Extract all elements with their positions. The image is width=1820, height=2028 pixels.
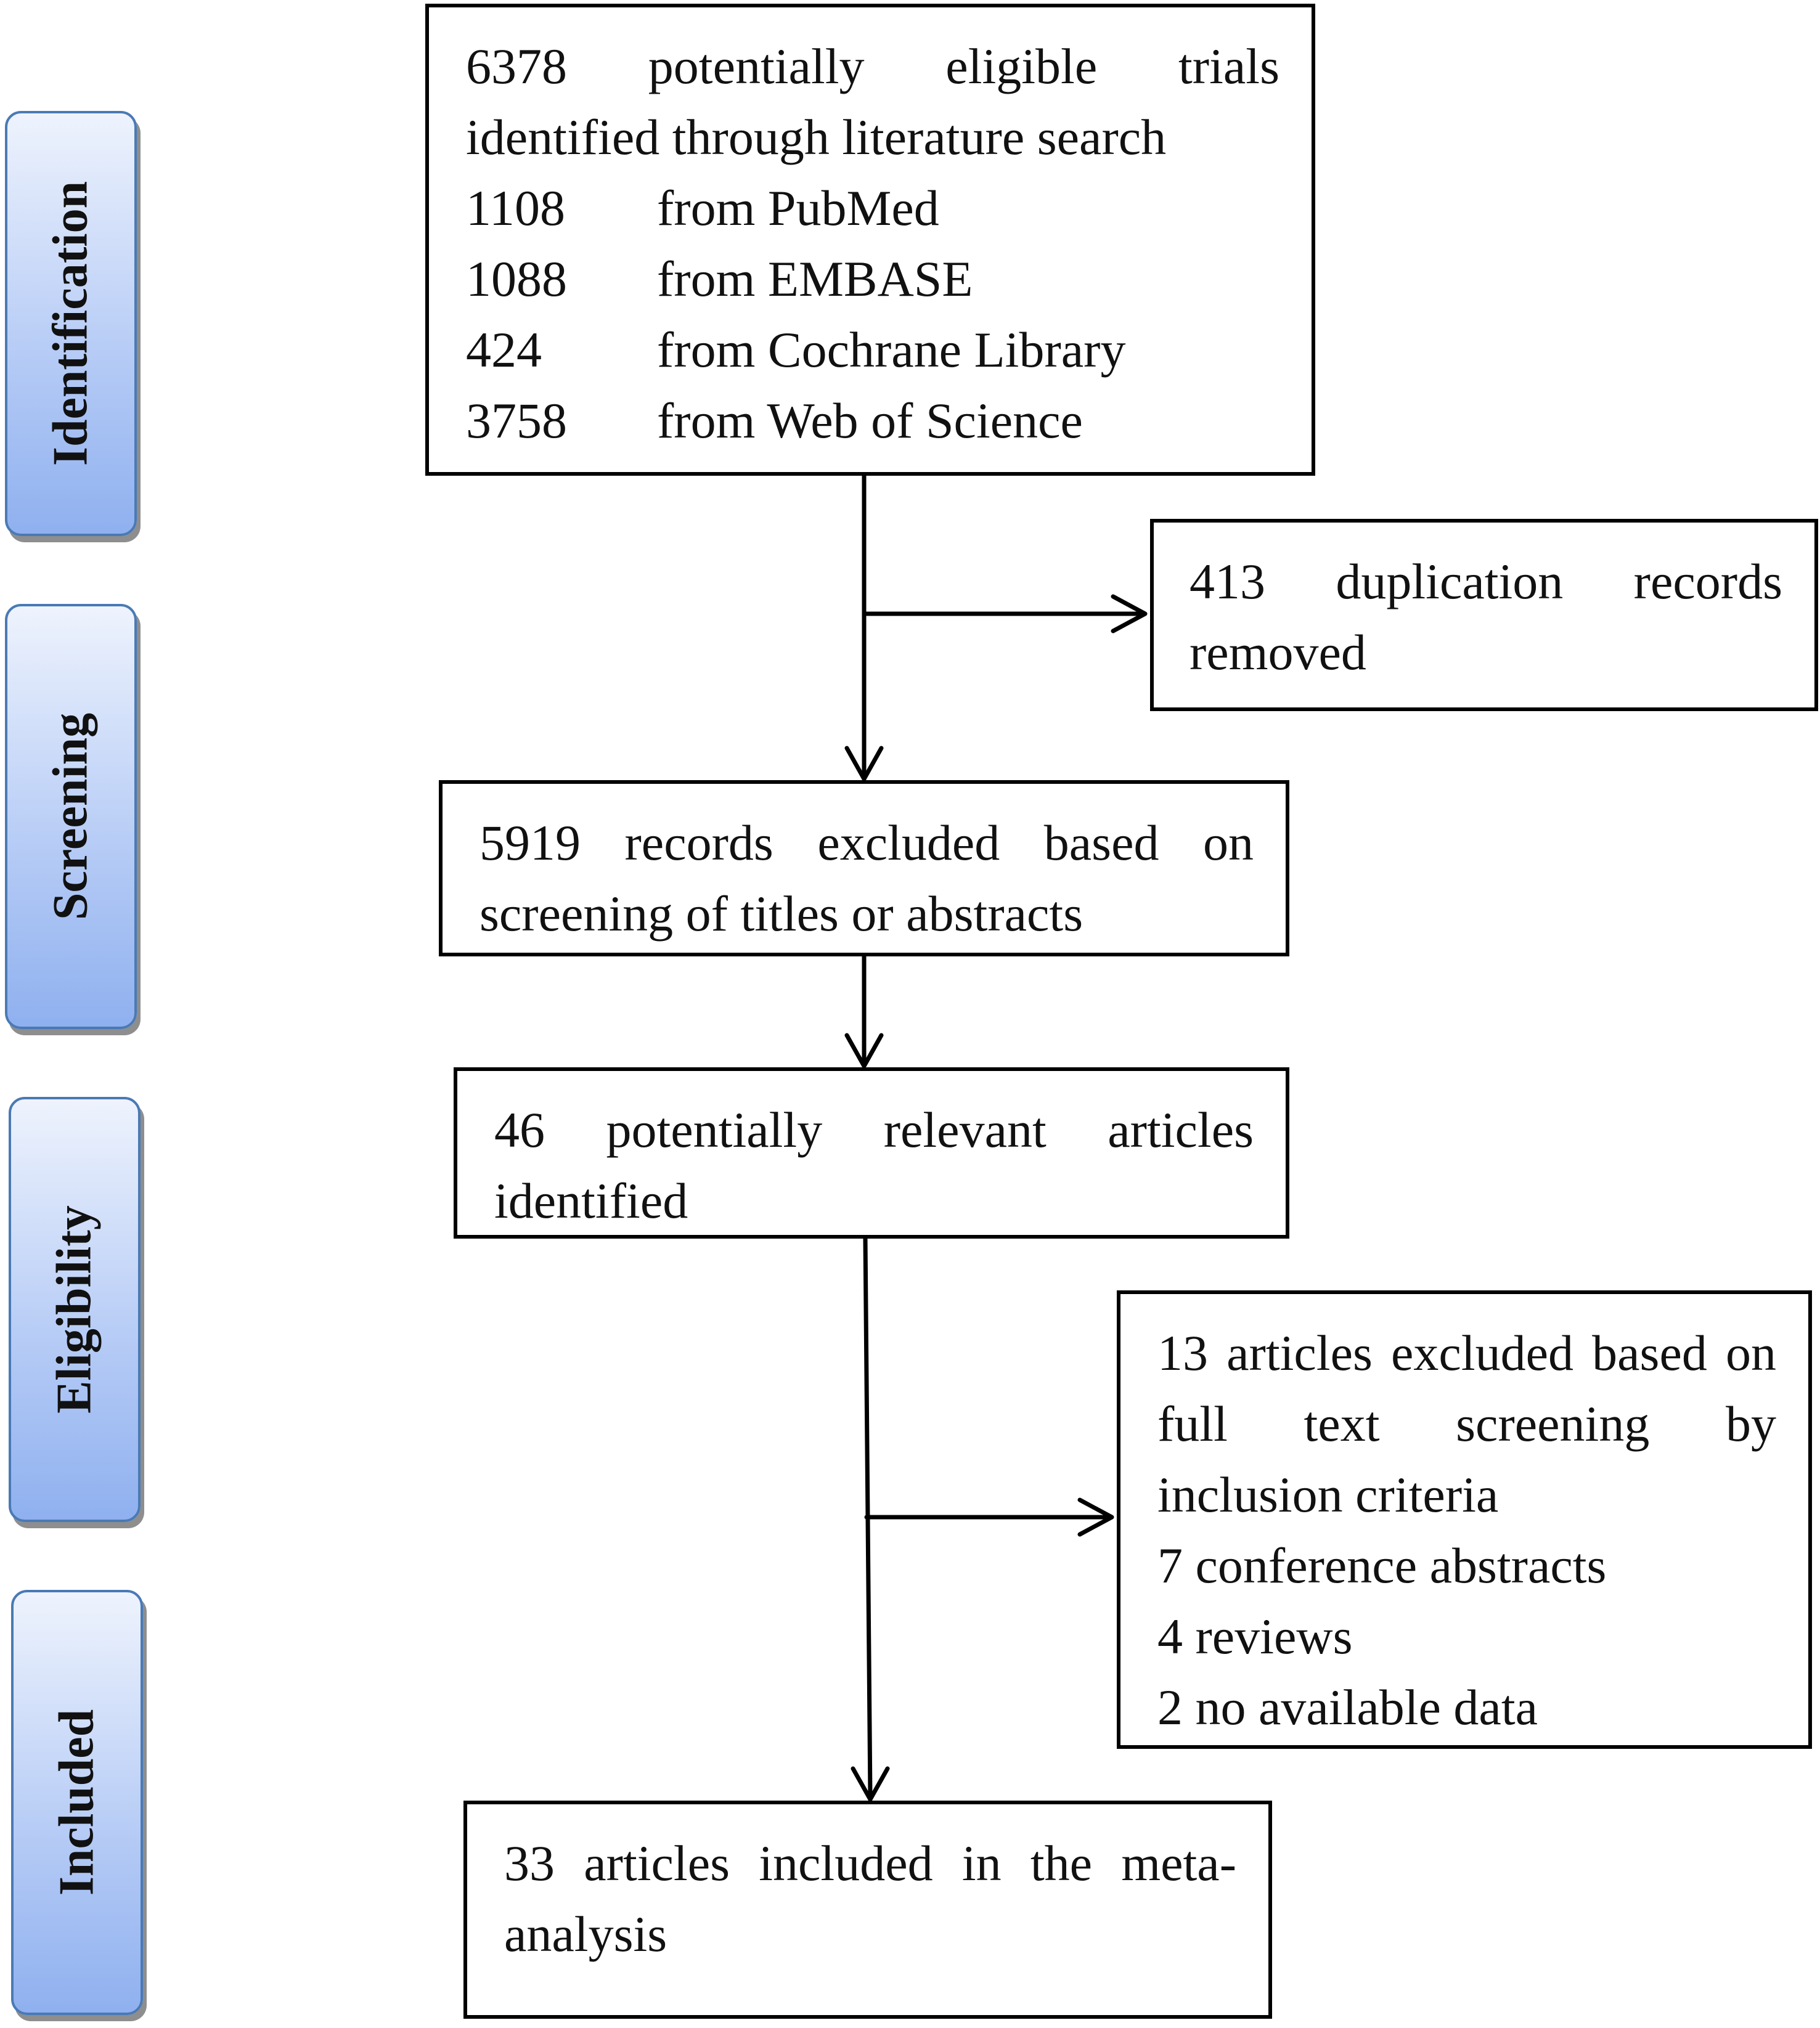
duplicates-box: 413 duplication records removed: [1150, 519, 1818, 711]
source-count: 424: [466, 322, 542, 378]
stage-screening: Screening: [5, 604, 137, 1029]
identification-summary: 6378 potentially eligible trials identif…: [466, 38, 1279, 165]
exclusion-reason: 2 no available data: [1157, 1679, 1538, 1735]
screening-box: 5919 records excluded based on screening…: [439, 780, 1289, 956]
source-name: from Cochrane Library: [657, 322, 1126, 378]
arrowhead-down: [844, 746, 884, 781]
stage-identification: Identification: [5, 111, 137, 536]
eligibility-box: 46 potentially relevant articles identif…: [454, 1067, 1289, 1239]
arrowhead-right: [1111, 594, 1148, 633]
source-row-embase: 1088 from EMBASE: [466, 243, 1279, 314]
identification-box: 6378 potentially eligible trials identif…: [425, 4, 1315, 476]
source-row-pubmed: 1108 from PubMed: [466, 173, 1279, 243]
exclusion-summary: 13 articles excluded based on full text …: [1157, 1325, 1776, 1523]
stage-eligibility: Eligibility: [9, 1097, 141, 1522]
source-row-cochrane: 424 from Cochrane Library: [466, 314, 1279, 385]
source-count: 3758: [466, 393, 567, 449]
stage-included: Included: [11, 1590, 143, 2015]
exclusion-reason: 4 reviews: [1157, 1608, 1353, 1664]
arrowhead-right: [1077, 1497, 1114, 1537]
source-name: from PubMed: [657, 180, 939, 236]
exclusion-reason: 7 conference abstracts: [1157, 1537, 1607, 1594]
arrowhead-down: [851, 1766, 890, 1802]
included-box: 33 articles included in the meta-analysi…: [463, 1801, 1272, 2019]
source-name: from Web of Science: [657, 393, 1083, 449]
source-count: 1108: [466, 180, 565, 236]
source-count: 1088: [466, 251, 567, 307]
source-row-web-of-science: 3758 from Web of Science: [466, 385, 1279, 456]
arrowhead-down: [844, 1033, 884, 1069]
exclusion-box: 13 articles excluded based on full text …: [1117, 1290, 1812, 1749]
source-name: from EMBASE: [657, 251, 973, 307]
